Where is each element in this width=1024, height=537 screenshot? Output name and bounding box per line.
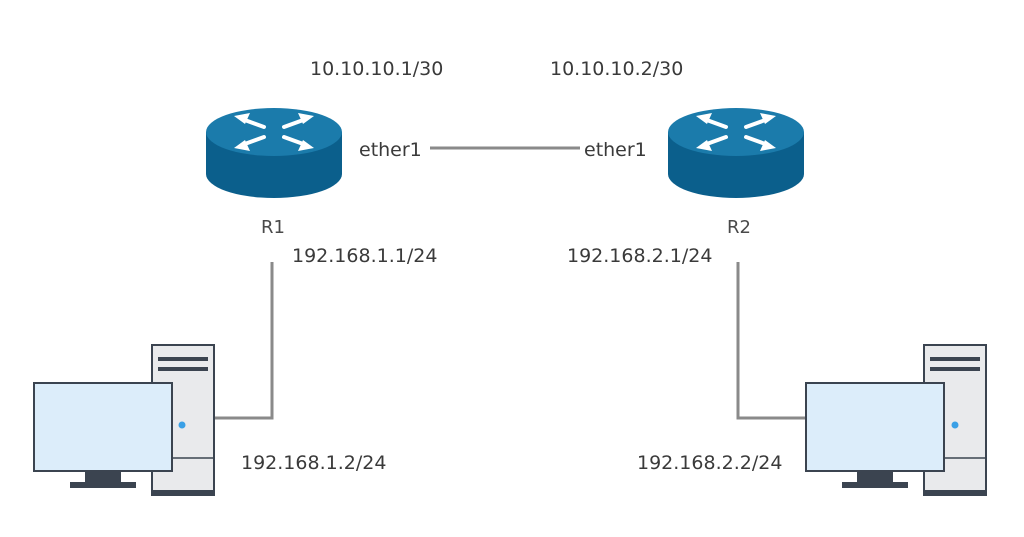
router-r2-name: R2 bbox=[727, 217, 751, 238]
r1-lan-ip-label: 192.168.1.1/24 bbox=[292, 245, 438, 267]
computer-1-icon bbox=[33, 344, 215, 496]
r1-wan-ip-label: 10.10.10.1/30 bbox=[310, 58, 444, 80]
r2-interface-label: ether1 bbox=[580, 141, 651, 160]
router-r1-name: R1 bbox=[261, 217, 285, 238]
lan-link-r2 bbox=[736, 262, 806, 420]
r2-wan-ip-label: 10.10.10.2/30 bbox=[550, 58, 684, 80]
computer-2-icon bbox=[805, 344, 987, 496]
host-2-ip-label: 192.168.2.2/24 bbox=[637, 452, 783, 474]
r2-lan-ip-label: 192.168.2.1/24 bbox=[567, 245, 713, 267]
lan-link-r1 bbox=[210, 262, 274, 420]
router-r1-icon bbox=[204, 106, 344, 200]
host-1-ip-label: 192.168.1.2/24 bbox=[241, 452, 387, 474]
r1-interface-label: ether1 bbox=[355, 141, 426, 160]
router-r2-icon bbox=[666, 106, 806, 200]
